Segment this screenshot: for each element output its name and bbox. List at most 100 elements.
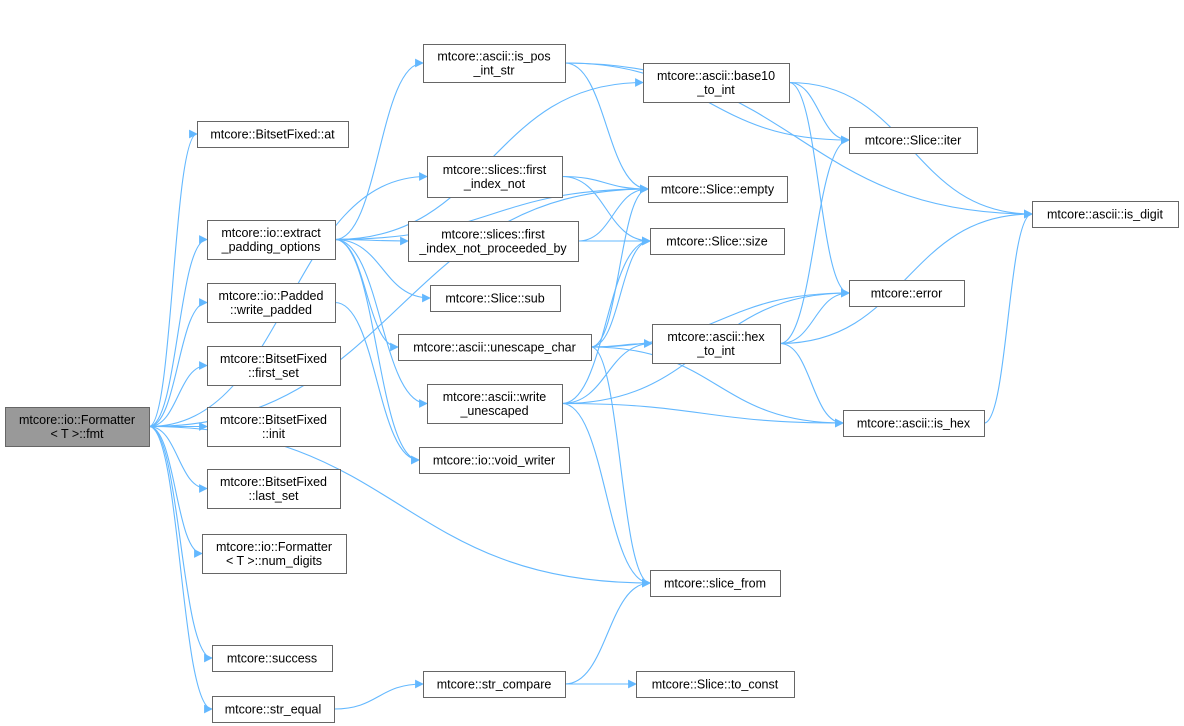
node-write_unescaped[interactable]: mtcore::ascii::write_unescaped [427, 384, 563, 424]
edge-extract-to-unescape_char [334, 238, 399, 352]
node-label-first_index_npb-line-1: _index_not_proceeded_by [418, 242, 567, 256]
edge-is_hex-to-is_digit [983, 209, 1033, 424]
edge-extract-to-void_writer [334, 238, 420, 465]
edge-fmt-to-first_set [148, 361, 208, 428]
node-box-slice_iter[interactable] [849, 127, 978, 154]
node-write_padded[interactable]: mtcore::io::Padded::write_padded [207, 283, 336, 323]
node-extract[interactable]: mtcore::io::extract_padding_options [207, 220, 336, 260]
edge-extract-to-first_index_npb [334, 236, 409, 246]
node-box-base10_to_int[interactable] [643, 63, 790, 103]
node-box-is_digit[interactable] [1032, 201, 1179, 228]
node-box-is_hex[interactable] [843, 410, 985, 437]
node-box-extract[interactable] [207, 220, 336, 260]
node-label-slice_empty-line-0: mtcore::Slice::empty [661, 183, 775, 197]
node-error[interactable]: mtcore::error [849, 280, 965, 307]
edge-write_unescaped-to-hex_to_int [561, 339, 653, 405]
node-last_set[interactable]: mtcore::BitsetFixed::last_set [207, 469, 341, 509]
node-unescape_char[interactable]: mtcore::ascii::unescape_char [398, 334, 592, 361]
edge-fmt-to-last_set [148, 425, 208, 493]
nodes-layer: mtcore::io::Formatter< T >::fmtmtcore::B… [5, 44, 1179, 723]
node-label-hex_to_int-line-0: mtcore::ascii::hex [667, 330, 765, 344]
node-is_hex[interactable]: mtcore::ascii::is_hex [843, 410, 985, 437]
node-hex_to_int[interactable]: mtcore::ascii::hex_to_int [652, 324, 781, 364]
node-slice_iter[interactable]: mtcore::Slice::iter [849, 127, 978, 154]
node-label-base10_to_int-line-0: mtcore::ascii::base10 [657, 69, 775, 83]
node-box-first_set[interactable] [207, 346, 341, 386]
node-slice_sub[interactable]: mtcore::Slice::sub [430, 285, 561, 312]
node-void_writer[interactable]: mtcore::io::void_writer [419, 447, 570, 474]
node-label-extract-line-0: mtcore::io::extract [221, 226, 321, 240]
edge-hex_to_int-to-is_hex [779, 342, 844, 428]
node-box-slice_empty[interactable] [648, 176, 788, 203]
node-str_compare[interactable]: mtcore::str_compare [423, 671, 566, 698]
node-box-fmt[interactable] [5, 407, 150, 447]
node-box-slice_from[interactable] [650, 570, 781, 597]
edge-unescape_char-to-slice_empty [590, 184, 649, 348]
node-box-to_const[interactable] [636, 671, 795, 698]
edge-fmt-to-success [148, 425, 213, 663]
node-box-str_equal[interactable] [212, 696, 335, 723]
node-label-str_equal-line-0: mtcore::str_equal [225, 703, 322, 717]
node-label-is_hex-line-0: mtcore::ascii::is_hex [857, 417, 971, 431]
node-label-init-line-0: mtcore::BitsetFixed [220, 413, 327, 427]
edge-first_index_not-to-slice_empty [561, 175, 649, 194]
node-str_equal[interactable]: mtcore::str_equal [212, 696, 335, 723]
node-base10_to_int[interactable]: mtcore::ascii::base10_to_int [643, 63, 790, 103]
edge-is_pos_int_str-to-slice_empty [564, 62, 649, 194]
edge-fmt-to-extract [148, 235, 208, 428]
node-label-void_writer-line-0: mtcore::io::void_writer [433, 454, 555, 468]
edge-write_padded-to-void_writer [334, 301, 420, 465]
node-box-init[interactable] [207, 407, 341, 447]
edge-write_unescaped-to-slice_size [561, 236, 651, 405]
node-box-success[interactable] [212, 645, 333, 672]
node-label-write_padded-line-0: mtcore::io::Padded [219, 289, 324, 303]
node-box-error[interactable] [849, 280, 965, 307]
node-box-is_pos_int_str[interactable] [423, 44, 566, 83]
node-box-slice_sub[interactable] [430, 285, 561, 312]
node-label-success-line-0: mtcore::success [227, 652, 317, 666]
node-box-void_writer[interactable] [419, 447, 570, 474]
node-is_digit[interactable]: mtcore::ascii::is_digit [1032, 201, 1179, 228]
node-label-first_index_npb-line-0: mtcore::slices::first [441, 228, 545, 242]
node-box-first_index_not[interactable] [427, 156, 563, 198]
edge-fmt-to-num_digits [148, 425, 203, 558]
edge-unescape_char-to-slice_size [590, 236, 651, 348]
node-label-init-line-1: ::init [262, 427, 285, 441]
node-slice_from[interactable]: mtcore::slice_from [650, 570, 781, 597]
node-first_index_not[interactable]: mtcore::slices::first_index_not [427, 156, 563, 198]
edge-hex_to_int-to-error [779, 288, 850, 345]
node-box-str_compare[interactable] [423, 671, 566, 698]
node-at[interactable]: mtcore::BitsetFixed::at [197, 121, 349, 148]
node-box-slice_size[interactable] [650, 228, 785, 255]
node-box-at[interactable] [197, 121, 349, 148]
node-box-write_padded[interactable] [207, 283, 336, 323]
node-box-last_set[interactable] [207, 469, 341, 509]
node-label-str_compare-line-0: mtcore::str_compare [437, 678, 552, 692]
node-to_const[interactable]: mtcore::Slice::to_const [636, 671, 795, 698]
edge-base10_to_int-to-slice_iter [788, 81, 850, 145]
node-box-hex_to_int[interactable] [652, 324, 781, 364]
edge-unescape_char-to-is_hex [590, 346, 844, 428]
node-label-is_pos_int_str-line-0: mtcore::ascii::is_pos [437, 50, 550, 64]
node-first_set[interactable]: mtcore::BitsetFixed::first_set [207, 346, 341, 386]
edge-write_unescaped-to-slice_from [561, 402, 651, 588]
node-slice_size[interactable]: mtcore::Slice::size [650, 228, 785, 255]
node-init[interactable]: mtcore::BitsetFixed::init [207, 407, 341, 447]
edge-fmt-to-write_padded [148, 298, 208, 428]
node-slice_empty[interactable]: mtcore::Slice::empty [648, 176, 788, 203]
node-label-hex_to_int-line-1: _to_int [696, 344, 735, 358]
node-box-unescape_char[interactable] [398, 334, 592, 361]
node-box-write_unescaped[interactable] [427, 384, 563, 424]
node-box-num_digits[interactable] [202, 534, 347, 574]
node-first_index_npb[interactable]: mtcore::slices::first_index_not_proceede… [408, 221, 579, 262]
edge-hex_to_int-to-is_digit [779, 209, 1033, 345]
node-is_pos_int_str[interactable]: mtcore::ascii::is_pos_int_str [423, 44, 566, 83]
node-label-is_digit-line-0: mtcore::ascii::is_digit [1047, 208, 1164, 222]
node-box-first_index_npb[interactable] [408, 221, 579, 262]
node-fmt[interactable]: mtcore::io::Formatter< T >::fmt [5, 407, 150, 447]
node-success[interactable]: mtcore::success [212, 645, 333, 672]
node-num_digits[interactable]: mtcore::io::Formatter< T >::num_digits [202, 534, 347, 574]
node-label-fmt-line-0: mtcore::io::Formatter [19, 413, 135, 427]
edge-first_index_npb-to-slice_empty [577, 184, 649, 242]
